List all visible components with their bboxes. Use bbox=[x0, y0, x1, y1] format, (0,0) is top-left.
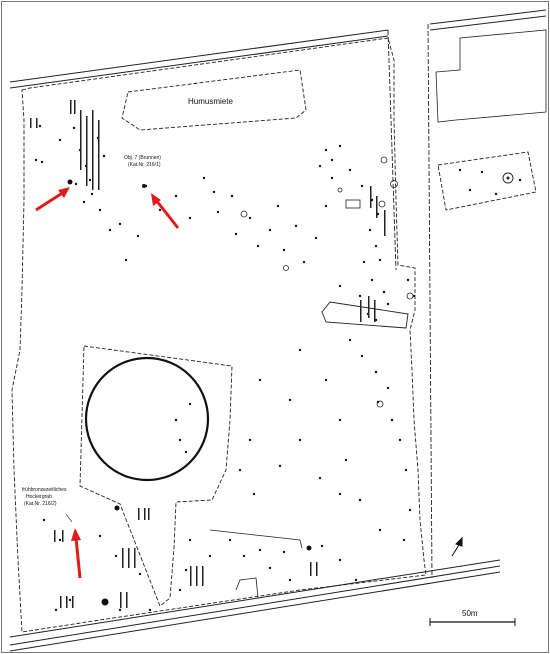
north-arrow-icon bbox=[451, 536, 463, 557]
scale-bar-label: 50m bbox=[462, 609, 478, 618]
small-rectangular-feature bbox=[345, 199, 361, 209]
large-pit-dot-southeast bbox=[306, 545, 312, 551]
southern-building-outlines bbox=[209, 529, 303, 599]
long-trench-outline bbox=[321, 301, 409, 329]
ring-ditch-area-outline bbox=[79, 345, 233, 607]
pit-features bbox=[34, 124, 522, 612]
ring-ditch-circle bbox=[84, 356, 210, 482]
eastern-pit-center bbox=[506, 176, 510, 180]
northern-road-lines bbox=[9, 9, 547, 89]
eastern-boundary-lines bbox=[387, 23, 433, 579]
grave-leader-line bbox=[65, 513, 73, 523]
grave-label-line3: (Kat.Nr. 216/2) bbox=[24, 501, 57, 507]
grave-label-line1: frühbronzezeitliches bbox=[22, 487, 67, 493]
red-arrow-grave bbox=[71, 528, 82, 579]
eastern-pit-circle bbox=[502, 172, 514, 184]
marked-pit-west bbox=[67, 179, 73, 185]
post-hole-clusters bbox=[30, 100, 386, 608]
southern-road-lines bbox=[9, 559, 501, 652]
humusmiete-label: Humusmiete bbox=[188, 97, 233, 106]
grave-label-line2: Hockergrab bbox=[26, 494, 52, 500]
excavation-area-outline bbox=[11, 37, 427, 633]
burial-pit-dot bbox=[114, 505, 120, 511]
small-ring-features bbox=[240, 156, 414, 408]
red-arrow-west bbox=[35, 187, 70, 212]
humusmiete-outline bbox=[121, 69, 307, 131]
building-outline-northeast bbox=[435, 29, 547, 123]
eastern-trench-outline bbox=[437, 151, 537, 211]
red-arrow-well bbox=[151, 193, 180, 229]
well-obj7-marker bbox=[142, 184, 146, 188]
large-pit-dot-south bbox=[101, 598, 109, 606]
well-obj7-label-line1: Obj. 7 (Brunnen) bbox=[124, 155, 161, 161]
scale-bar: 50m bbox=[429, 609, 516, 626]
well-obj7-label-line2: (Kat.Nr. 216/1) bbox=[128, 162, 161, 168]
